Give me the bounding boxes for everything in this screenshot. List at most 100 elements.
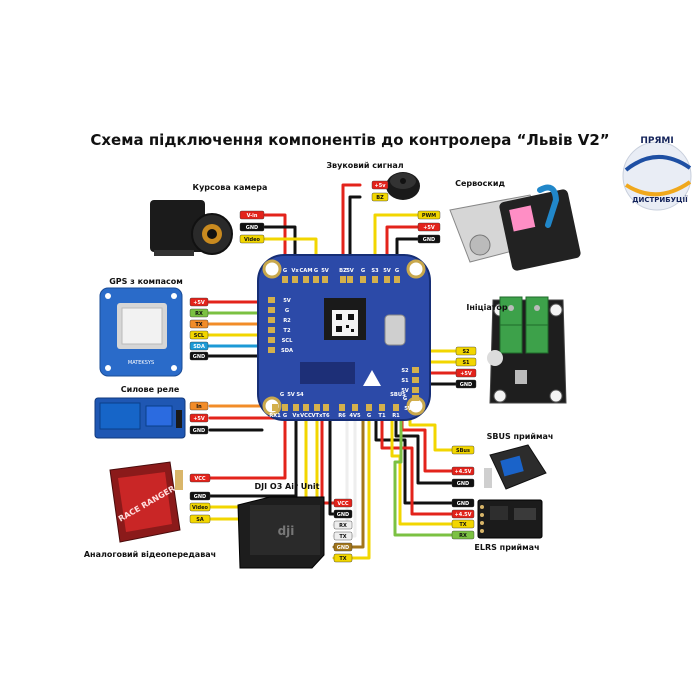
wire-label: SDA	[193, 344, 205, 350]
wire-label: TX	[339, 534, 346, 540]
buzzer	[386, 172, 420, 200]
pin-label: G	[403, 396, 407, 402]
wire-label: GND	[457, 501, 469, 507]
pad	[384, 276, 390, 283]
initiator-board	[487, 296, 567, 404]
pin-label: 5V	[346, 268, 354, 274]
pad	[272, 404, 278, 411]
wire-label: BZ	[376, 195, 384, 201]
pin-label: G	[314, 268, 318, 274]
sbus-label: SBUS приймач	[487, 432, 554, 441]
pin-label: 5V	[404, 406, 412, 412]
wire-label: SA	[196, 517, 204, 523]
wire-label: PWM	[422, 213, 436, 219]
wire-tag: +4.5V	[451, 466, 475, 476]
pin-label: SDA	[281, 348, 293, 354]
wire-label: +4.5V	[455, 512, 472, 518]
wire-label: GND	[193, 354, 205, 360]
wire-tag: PWM	[417, 210, 441, 220]
wire-label: VCC	[194, 476, 206, 482]
wire-label: +5v	[375, 183, 387, 189]
pad	[268, 297, 275, 303]
pad	[339, 404, 345, 411]
pin-label: 5V	[283, 298, 291, 304]
wire-tag: SCL	[189, 330, 209, 340]
pin-label: R2	[283, 318, 291, 324]
pin-label: S4	[296, 392, 304, 398]
pad	[352, 404, 358, 411]
wire-tag: GND	[455, 379, 477, 389]
elrs-receiver	[477, 499, 543, 539]
camera-label: Курсова камера	[193, 183, 268, 192]
wire-label: SBus	[456, 448, 470, 454]
wire-tag: S1	[455, 357, 477, 367]
pin-label: VCC	[300, 413, 312, 419]
wire-tag: BZ	[371, 192, 389, 202]
pad	[292, 276, 298, 283]
wire-tag: VCC	[333, 498, 353, 508]
pin-label: S1	[401, 378, 409, 384]
pad	[393, 404, 399, 411]
wire-label: TX	[459, 522, 466, 528]
relay-label: Силове реле	[121, 385, 180, 394]
pad	[268, 347, 275, 353]
pad	[340, 276, 346, 283]
wire-tag: TX	[333, 553, 353, 563]
pin-label: G	[283, 268, 287, 274]
wire-tag: +5v	[371, 180, 389, 190]
wire-label: SCL	[194, 333, 205, 339]
gps-label: GPS з компасом	[109, 277, 183, 286]
fpv-camera	[150, 200, 233, 256]
wire-tag: +5V	[417, 222, 441, 232]
wire-tag: GND	[451, 478, 475, 488]
wire-tag: GND	[333, 542, 353, 552]
pad	[366, 404, 372, 411]
wire-tag: +4.5V	[451, 509, 475, 519]
wire-label: RX	[339, 523, 347, 529]
gps-module	[99, 287, 183, 377]
pad	[322, 276, 328, 283]
page-title: Схема підключення компонентів до контрол…	[90, 131, 609, 149]
pin-label: 5V	[401, 388, 409, 394]
pad	[412, 395, 419, 401]
pad	[412, 367, 419, 373]
pad	[303, 404, 309, 411]
wire-tag: VCC	[189, 473, 211, 483]
pin-label: G	[280, 392, 284, 398]
wire-tag: GND	[239, 222, 265, 232]
wire-tag: GND	[189, 491, 211, 501]
usb-connector	[384, 314, 406, 346]
logo-line1: ПРЯМІ	[640, 136, 673, 146]
pad	[394, 276, 400, 283]
wire-tag: GND	[417, 234, 441, 244]
wire-tag: RX	[333, 520, 353, 530]
relay-module	[94, 397, 186, 439]
pad	[412, 387, 419, 393]
wire-label: TX	[195, 322, 202, 328]
wire-tag: +5V	[189, 413, 209, 423]
wire-label: GND	[460, 382, 472, 388]
wire-label: RX	[459, 533, 467, 539]
vtx-label: Аналоговий відеопередавач	[84, 549, 216, 559]
wire-tag: S2	[455, 346, 477, 356]
pin-label: G	[285, 308, 289, 314]
dji-label: DJI O3 Air Unit	[255, 482, 320, 491]
pin-label: S2	[401, 368, 409, 374]
wire-label: Video	[192, 505, 208, 511]
wire-label: +4.5V	[455, 469, 472, 475]
pin-label: G	[415, 406, 419, 412]
wire-label: GND	[337, 512, 349, 518]
pin-label: SBUS	[390, 392, 406, 398]
pin-label: CAM	[300, 268, 313, 274]
pad	[314, 404, 320, 411]
wire-tag: GND	[189, 351, 209, 361]
pin-label: T6	[322, 413, 330, 419]
pin-label: G	[395, 268, 399, 274]
pin-label: R1	[392, 413, 400, 419]
dji-o3-air-unit: dji	[237, 496, 325, 569]
wire-label: VCC	[337, 501, 349, 507]
pin-label: 5V	[321, 268, 329, 274]
pin-label: Vx	[291, 268, 299, 274]
pin-label: 4V5	[349, 413, 361, 419]
pin-label: Vx	[292, 413, 300, 419]
